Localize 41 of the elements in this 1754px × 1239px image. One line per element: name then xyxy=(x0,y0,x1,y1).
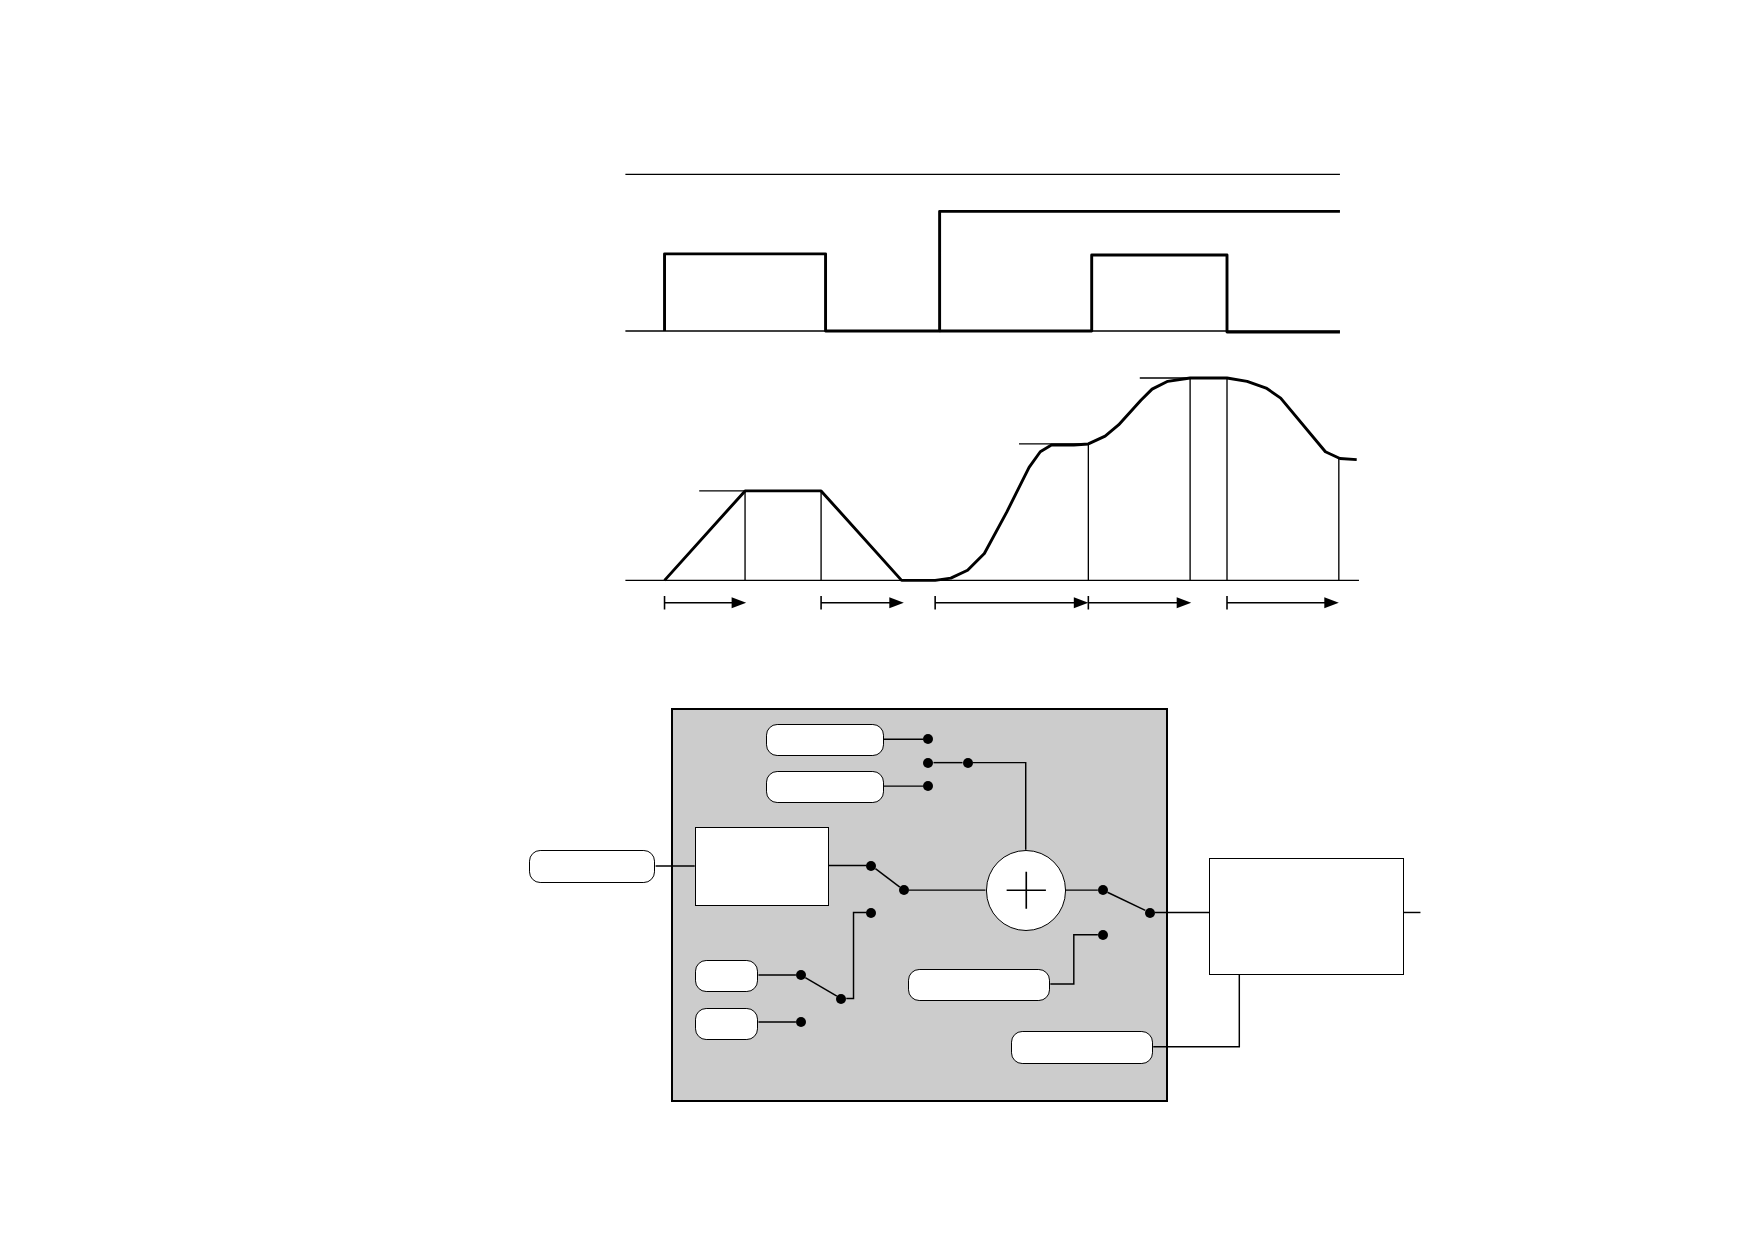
rounded-box xyxy=(766,770,884,804)
switch-contact xyxy=(866,907,877,918)
wire xyxy=(971,761,1027,851)
rounded-box xyxy=(908,968,1051,1002)
wire xyxy=(883,738,925,740)
switch-contact xyxy=(1097,930,1108,941)
block-box xyxy=(1209,857,1404,976)
switch-contact xyxy=(923,734,934,745)
switch-contact xyxy=(898,885,909,896)
switch-contact xyxy=(836,993,847,1004)
wire xyxy=(828,864,868,867)
wire xyxy=(1402,911,1422,914)
rounded-box xyxy=(1011,1031,1154,1064)
wire xyxy=(1065,889,1099,891)
wire xyxy=(874,867,901,888)
rounded-box xyxy=(694,1007,759,1041)
rounded-box xyxy=(529,850,656,883)
rounded-box xyxy=(766,723,884,757)
wire xyxy=(845,911,868,1000)
wire xyxy=(1154,911,1210,914)
wire xyxy=(908,889,987,891)
switch-contact xyxy=(1097,885,1108,896)
switch-contact xyxy=(795,970,806,981)
wire xyxy=(883,785,925,787)
block-box xyxy=(694,826,829,907)
switch-contact xyxy=(923,757,934,768)
switch-contact xyxy=(1144,907,1155,918)
rounded-box xyxy=(694,959,759,993)
wire xyxy=(654,865,696,867)
wire xyxy=(757,1021,797,1023)
wire xyxy=(1049,934,1099,985)
wire xyxy=(932,761,964,764)
wire xyxy=(757,974,797,976)
switch-contact xyxy=(962,757,973,768)
switch-contact xyxy=(866,860,877,871)
wire xyxy=(1106,891,1147,912)
shaded-panel xyxy=(671,708,1168,1102)
switch-contact xyxy=(795,1017,806,1028)
wire xyxy=(1152,974,1241,1048)
switch-contact xyxy=(923,781,934,792)
wire xyxy=(804,976,838,997)
